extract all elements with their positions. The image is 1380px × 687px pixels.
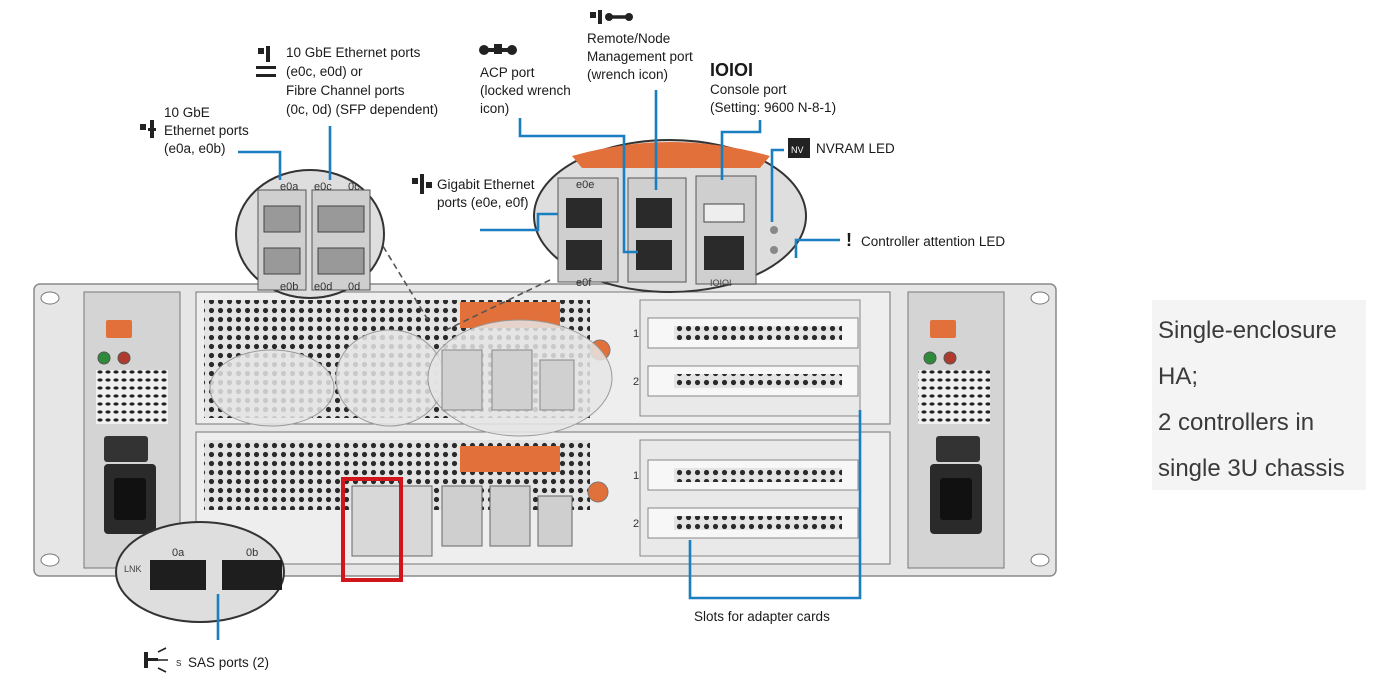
slot-number-2-lower: 2 xyxy=(633,518,639,530)
callout-sas-ports: S SAS ports (2) xyxy=(144,647,269,673)
callout-fc-line4: (0c, 0d) (SFP dependent) xyxy=(286,102,438,117)
callout-console-line1: Console port xyxy=(710,82,787,97)
chassis-zoom-circles xyxy=(209,319,613,437)
callout-eth10g-line3: (e0a, e0b) xyxy=(164,141,226,156)
callout-attention-led: ! Controller attention LED xyxy=(846,230,1005,250)
callout-slots-text: Slots for adapter cards xyxy=(694,609,830,624)
power-supply-right xyxy=(907,291,1005,569)
zoom-circle-sfp-ports: e0a e0b e0c 0c e0d 0d xyxy=(235,169,385,299)
callout-eth10g-line1: 10 GbE xyxy=(164,105,210,120)
nvram-chip-label: NV xyxy=(791,145,804,155)
port-label-console: IOIOI xyxy=(710,278,732,288)
zoom-guides xyxy=(377,237,551,331)
callout-gigabit-line2: ports (e0e, e0f) xyxy=(437,195,529,210)
slot-number-1: 1 xyxy=(633,328,639,340)
slot-number-1-lower: 1 xyxy=(633,470,639,482)
attention-icon: ! xyxy=(846,230,852,250)
info-line-4: single 3U chassis xyxy=(1158,455,1345,482)
callout-eth10g-fc-ports: 10 GbE Ethernet ports (e0c, e0d) or Fibr… xyxy=(256,45,438,117)
controller-bottom: 1 2 xyxy=(195,431,891,565)
callout-mgmt-port: Remote/Node Management port (wrench icon… xyxy=(587,10,693,82)
port-label-e0c: e0c xyxy=(314,181,332,193)
slot-number-2: 2 xyxy=(633,376,639,388)
callout-attention-text: Controller attention LED xyxy=(861,234,1005,249)
callout-acp-line2: (locked wrench xyxy=(480,83,571,98)
callout-console-port: IOIOI Console port (Setting: 9600 N-8-1) xyxy=(710,60,836,115)
nvram-chip-icon: NV xyxy=(788,138,810,158)
callout-eth10g-line2: Ethernet ports xyxy=(164,123,249,138)
callout-sas-text: SAS ports (2) xyxy=(188,655,269,670)
port-label-e0d: e0d xyxy=(314,281,332,293)
port-label-e0e: e0e xyxy=(576,179,594,191)
zoom-circle-sas-ports: 0a 0b LNK xyxy=(115,521,285,623)
port-label-0c: 0c xyxy=(348,181,360,193)
callout-gigabit-line1: Gigabit Ethernet xyxy=(437,177,535,192)
wrench-icon xyxy=(590,10,633,24)
port-label-0b: 0b xyxy=(246,547,258,559)
callout-fc-line3: Fibre Channel ports xyxy=(286,83,405,98)
network-ports-icon xyxy=(140,120,156,138)
console-icon: IOIOI xyxy=(710,60,753,80)
callout-mgmt-line2: Management port xyxy=(587,49,693,64)
svg-text:S: S xyxy=(176,659,181,668)
callout-mgmt-line1: Remote/Node xyxy=(587,31,670,46)
highlight-box xyxy=(341,477,403,582)
callout-nvram-led: NV NVRAM LED xyxy=(788,138,895,158)
callout-fc-line2: (e0c, e0d) or xyxy=(286,64,363,79)
sas-icon: S xyxy=(144,647,181,673)
port-label-e0a: e0a xyxy=(280,181,299,193)
gigabit-ethernet-icon xyxy=(412,174,432,194)
port-label-0d: 0d xyxy=(348,281,360,293)
port-label-0a: 0a xyxy=(172,547,185,559)
callout-nvram-text: NVRAM LED xyxy=(816,141,895,156)
info-line-1: Single-enclosure xyxy=(1158,317,1337,344)
info-line-3: 2 controllers in xyxy=(1158,409,1315,436)
info-panel: Single-enclosure HA; 2 controllers in si… xyxy=(1152,300,1366,490)
callout-acp-line3: icon) xyxy=(480,101,509,116)
callout-eth10g-ports: 10 GbE Ethernet ports (e0a, e0b) xyxy=(140,105,249,156)
ethernet-fc-icon xyxy=(256,46,276,77)
port-label-e0b: e0b xyxy=(280,281,298,293)
zoom-circle-rj45-ports: e0e e0f IOIOI xyxy=(533,139,807,293)
callout-gigabit-ports: Gigabit Ethernet ports (e0e, e0f) xyxy=(412,174,535,210)
info-line-2: HA; xyxy=(1158,363,1199,390)
callout-mgmt-line3: (wrench icon) xyxy=(587,67,668,82)
port-label-e0f: e0f xyxy=(576,277,592,289)
leader-lines xyxy=(216,90,862,640)
callout-acp-line1: ACP port xyxy=(480,65,535,80)
callout-console-line2: (Setting: 9600 N-8-1) xyxy=(710,100,836,115)
callout-fc-line1: 10 GbE Ethernet ports xyxy=(286,45,421,60)
power-supply-left xyxy=(83,291,181,569)
callout-acp-port: ACP port (locked wrench icon) xyxy=(479,44,571,116)
locked-wrench-icon xyxy=(479,44,517,55)
port-label-lnk: LNK xyxy=(124,564,142,574)
